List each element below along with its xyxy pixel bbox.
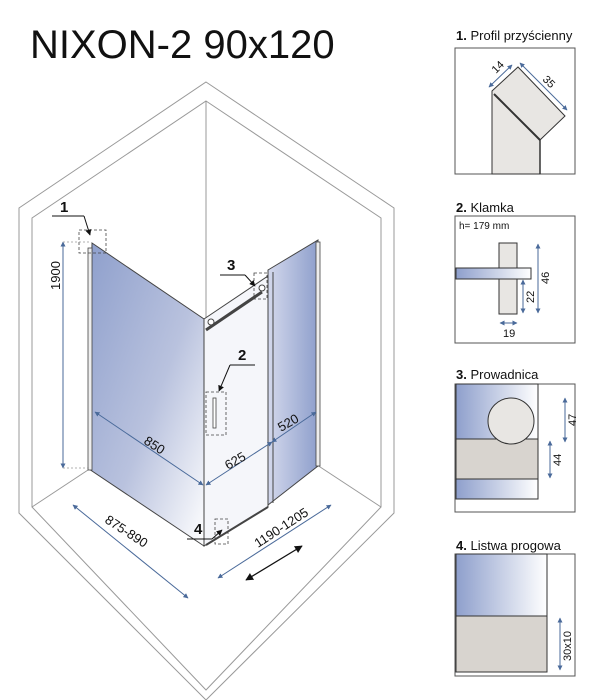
svg-text:1. Profil przyścienny: 1. Profil przyścienny bbox=[456, 28, 573, 43]
svg-text:1: 1 bbox=[60, 199, 68, 216]
door-handle bbox=[212, 397, 217, 429]
svg-text:44: 44 bbox=[552, 454, 564, 466]
callout-1: 1 bbox=[52, 199, 92, 236]
svg-text:2. Klamka: 2. Klamka bbox=[456, 200, 515, 215]
detail-guide-rail: 3. Prowadnica 47 44 bbox=[454, 367, 579, 513]
product-title: NIXON-2 90x120 bbox=[30, 23, 335, 67]
sliding-direction-arrow bbox=[245, 545, 303, 581]
wall-profile-right bbox=[315, 241, 321, 467]
detail-wall-profile: 1. Profil przyścienny 14 35 bbox=[454, 28, 576, 175]
svg-text:22: 22 bbox=[525, 291, 537, 303]
svg-text:47: 47 bbox=[567, 414, 579, 426]
front-glass-panel bbox=[267, 239, 319, 507]
detail-handle: 2. Klamka h= 179 mm 46 22 19 bbox=[454, 200, 576, 344]
callout-2: 2 bbox=[218, 347, 255, 392]
svg-text:3. Prowadnica: 3. Prowadnica bbox=[456, 367, 539, 382]
svg-text:4. Listwa progowa: 4. Listwa progowa bbox=[456, 538, 562, 553]
wall-profile-left bbox=[87, 247, 93, 471]
svg-text:46: 46 bbox=[540, 272, 552, 284]
svg-text:30x10: 30x10 bbox=[562, 631, 574, 661]
dim-height: 1900 bbox=[48, 261, 63, 290]
detail-threshold-strip: 4. Listwa progowa 30x10 bbox=[454, 538, 576, 677]
svg-text:3: 3 bbox=[227, 257, 235, 274]
svg-text:h= 179 mm: h= 179 mm bbox=[459, 221, 509, 232]
svg-text:19: 19 bbox=[503, 328, 515, 340]
callout-3: 3 bbox=[220, 257, 256, 287]
side-glass-panel bbox=[88, 242, 205, 547]
svg-text:2: 2 bbox=[238, 347, 246, 364]
dim-width-side: 875-890 bbox=[102, 512, 150, 551]
svg-text:4: 4 bbox=[194, 521, 203, 538]
